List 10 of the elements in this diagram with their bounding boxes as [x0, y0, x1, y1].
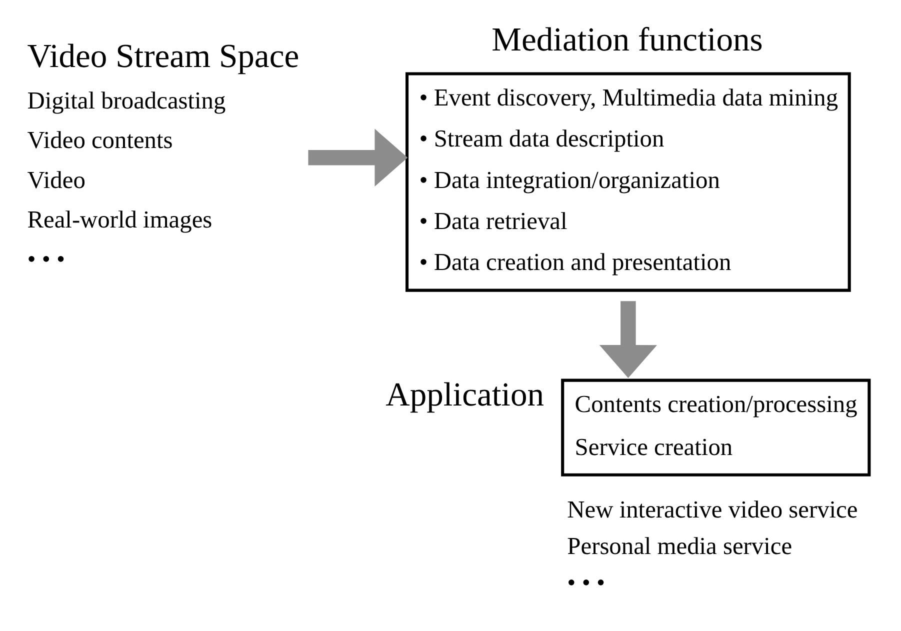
- arrow: [308, 128, 408, 186]
- node-label: • • •: [567, 569, 606, 596]
- arrow: [599, 301, 657, 378]
- node-label: Personal media service: [567, 532, 792, 560]
- node-label: Mediation functions: [492, 21, 763, 58]
- node-text: Video Stream Space Digital broadcasting Video contents Video Real-world images • • •: [27, 38, 300, 274]
- node-box: • Event discovery, Multimedia data mining • Stream data description • Data integration/organization • Data retrieval • Data creation and presentation: [406, 72, 851, 292]
- node-label: Application: [386, 376, 544, 414]
- node-label: New interactive video service: [567, 496, 858, 524]
- node-box: Contents creation/processing Service creation: [561, 378, 871, 476]
